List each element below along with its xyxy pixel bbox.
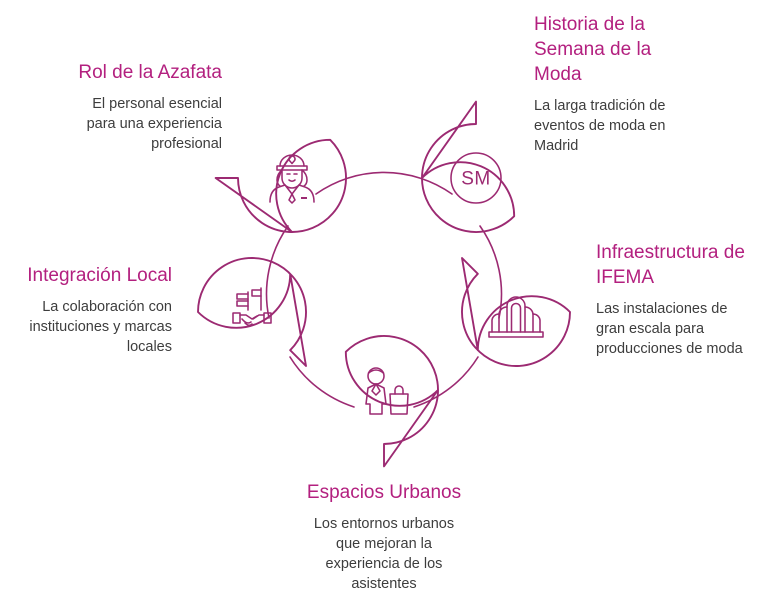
body-espacios-urbanos: Los entornos urbanos que mejoran la expe… — [313, 516, 455, 592]
pin-espacios-urbanos[interactable] — [308, 314, 461, 468]
circular-pin-diagram: SM — [197, 100, 571, 468]
connector-arc-upper-left — [265, 225, 289, 319]
connector-arc-upper-right — [479, 225, 503, 319]
label-infraestructura-ifema: Infraestructura de IFEMA Las instalacion… — [596, 240, 768, 359]
connector-arc-top — [315, 171, 453, 195]
ring-connectors — [265, 171, 503, 408]
label-espacios-urbanos: Espacios Urbanos Los entornos urbanos qu… — [282, 480, 486, 594]
body-rol-azafata: El personal esencial para una experienci… — [86, 96, 222, 152]
body-infraestructura-ifema: Las instalaciones de gran escala para pr… — [596, 301, 743, 357]
connector-arc-lower-right — [413, 356, 479, 408]
pin-shape — [421, 100, 516, 233]
shopper-person-icon — [365, 367, 409, 415]
label-rol-azafata: Rol de la Azafata El personal esencial p… — [36, 60, 222, 154]
flight-attendant-icon — [269, 154, 315, 204]
exhibition-pavilion-icon — [488, 296, 544, 338]
heading-infraestructura-ifema: Infraestructura de IFEMA — [596, 242, 745, 288]
pin-shape — [344, 335, 439, 468]
label-historia-semana-moda: Historia de la Semana de la Moda La larg… — [534, 12, 738, 156]
pin-shape — [197, 257, 307, 367]
heading-rol-azafata: Rol de la Azafata — [78, 62, 222, 83]
heading-historia-semana-moda: Historia de la Semana de la Moda — [534, 14, 652, 85]
heading-integracion-local: Integración Local — [27, 265, 172, 286]
pin-infraestructura-ifema[interactable] — [461, 257, 571, 367]
pin-rol-azafata[interactable] — [214, 102, 369, 255]
heading-espacios-urbanos: Espacios Urbanos — [306, 482, 462, 503]
pin-shape — [461, 257, 571, 367]
sm-monogram-icon: SM — [450, 152, 502, 204]
pin-historia-semana-moda[interactable]: SM — [400, 100, 553, 255]
connector-arc-lower-left — [289, 356, 355, 408]
body-historia-semana-moda: La larga tradición de eventos de moda en… — [534, 98, 666, 154]
body-integracion-local: La colaboración con instituciones y marc… — [29, 299, 172, 355]
label-integracion-local: Integración Local La colaboración con in… — [4, 263, 172, 357]
sm-monogram-label: SM — [461, 169, 491, 190]
handshake-flags-icon — [232, 287, 272, 327]
pin-shape — [214, 138, 347, 233]
pin-integracion-local[interactable] — [197, 257, 307, 367]
